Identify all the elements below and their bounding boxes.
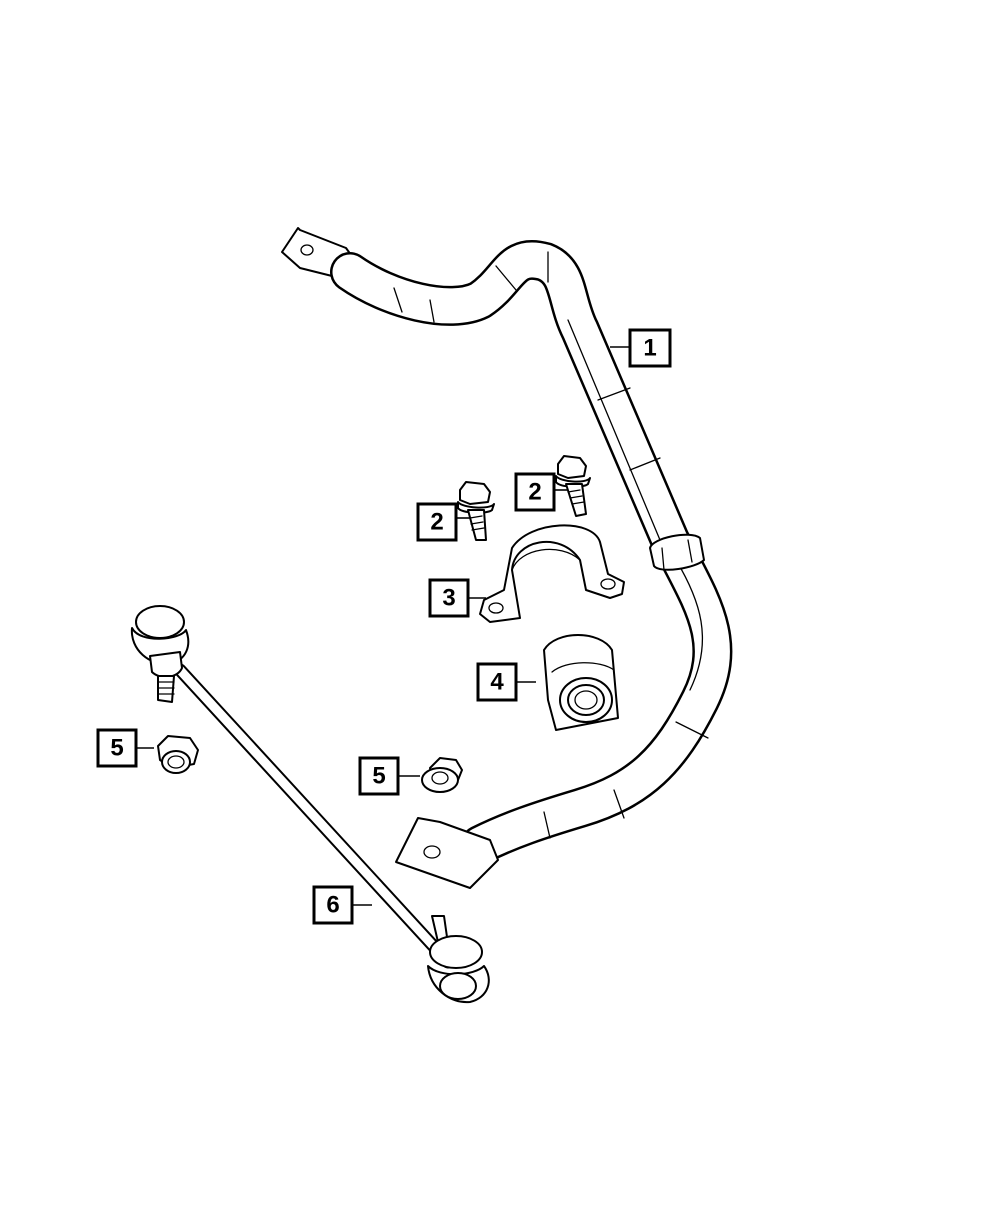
callout-label: 5 [372, 763, 385, 790]
callout-label: 2 [430, 509, 443, 536]
callout-label: 3 [442, 585, 455, 612]
stabilizer-link[interactable] [130, 605, 490, 1004]
callout-label: 1 [643, 335, 656, 362]
bushing-clamp-retainer[interactable] [479, 524, 625, 623]
bushing-clamp-bolt-right[interactable] [555, 455, 591, 517]
stabilizer-bar[interactable] [281, 227, 733, 889]
callout-2b[interactable]: 2 [514, 472, 556, 512]
callout-2a[interactable]: 2 [416, 502, 458, 542]
callout-3[interactable]: 3 [428, 578, 470, 618]
link-nut-right[interactable] [421, 757, 463, 793]
callout-label: 6 [326, 892, 339, 919]
callout-label: 5 [110, 735, 123, 762]
callout-label: 4 [490, 669, 504, 696]
callout-4[interactable]: 4 [476, 662, 518, 702]
callout-6[interactable]: 6 [312, 885, 354, 925]
bushing-clamp-bolt-left[interactable] [457, 481, 495, 541]
callout-label: 2 [528, 479, 541, 506]
callout-5b[interactable]: 5 [358, 756, 400, 796]
stabilizer-bar-bushing[interactable] [543, 634, 619, 731]
link-nut-left[interactable] [157, 735, 199, 774]
callout-1[interactable]: 1 [628, 328, 672, 368]
callout-5a[interactable]: 5 [96, 728, 138, 768]
